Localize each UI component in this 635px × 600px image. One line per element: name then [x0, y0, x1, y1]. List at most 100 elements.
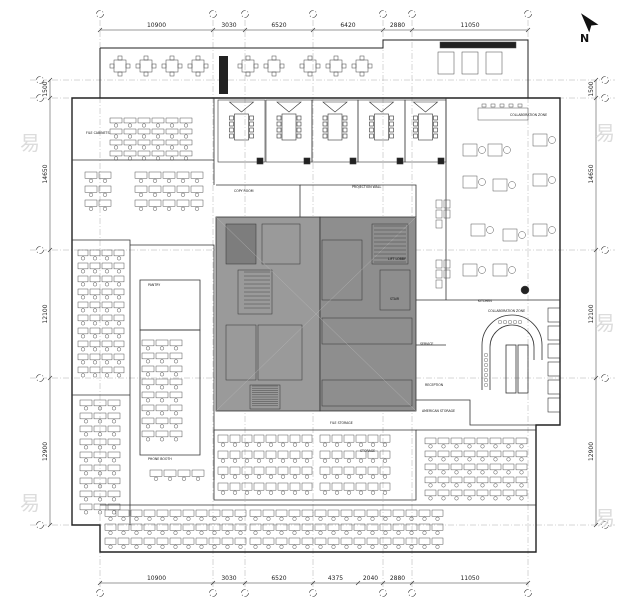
lounge-stool: [481, 103, 487, 108]
desk: [107, 399, 121, 407]
desk: [229, 450, 241, 459]
meeting-chair: [389, 133, 394, 139]
desk: [418, 537, 431, 545]
lounge-long-table: [477, 107, 529, 121]
chair: [370, 516, 375, 521]
meeting-chair: [322, 133, 328, 139]
desk: [340, 509, 353, 517]
chair: [256, 474, 262, 479]
chair: [88, 192, 94, 197]
desk: [151, 150, 165, 157]
chair: [441, 470, 446, 475]
desk: [241, 466, 253, 475]
chair: [104, 347, 110, 352]
terrace-chair: [263, 63, 269, 69]
chair: [111, 432, 117, 437]
desk: [89, 262, 101, 270]
desk: [319, 450, 331, 459]
chair: [138, 178, 144, 183]
storage-cabinet: [443, 209, 451, 219]
chair: [266, 530, 271, 535]
chair: [199, 516, 204, 521]
label-file-storage: FILE STORAGE: [330, 421, 353, 425]
chair: [279, 530, 284, 535]
exterior-columns-right: [547, 307, 561, 413]
label-collab-zone-2: COLLABORATION ZONE: [510, 113, 547, 117]
meeting-table: [281, 113, 297, 141]
desk: [123, 150, 137, 157]
desk: [79, 425, 93, 433]
terrace-chair: [195, 71, 201, 77]
meeting-chair: [276, 127, 282, 133]
stair-treads: [244, 225, 406, 406]
exterior-walls: [71, 39, 561, 553]
meeting-chair: [322, 127, 328, 133]
terrace-table: [437, 51, 455, 75]
chair: [292, 442, 298, 447]
chair: [280, 442, 286, 447]
meeting-chair: [342, 115, 348, 121]
desk: [366, 537, 379, 545]
screen-wedge: [368, 101, 395, 113]
chair: [166, 206, 172, 211]
chair: [111, 419, 117, 424]
desk: [288, 523, 301, 531]
desk: [137, 128, 151, 135]
chair: [346, 442, 352, 447]
chair: [428, 457, 433, 462]
desk: [148, 171, 162, 179]
chair: [145, 437, 151, 442]
terrace-chair: [169, 71, 175, 77]
chair: [160, 544, 165, 549]
terrace-table: [113, 59, 127, 73]
desk: [424, 463, 437, 471]
chair: [80, 256, 86, 261]
chair: [383, 544, 388, 549]
lounge-chair: [548, 176, 556, 184]
desk: [141, 430, 155, 438]
desk: [107, 451, 121, 459]
meeting-chair: [229, 115, 234, 121]
dimension-text: 12900: [42, 442, 49, 461]
label-american-storage: AMERICAN STORAGE: [422, 409, 455, 413]
desk: [101, 262, 113, 270]
chair: [92, 282, 98, 287]
desk: [134, 185, 148, 193]
desk: [169, 352, 183, 360]
chair: [155, 145, 161, 150]
chair: [116, 308, 122, 313]
desk: [277, 466, 289, 475]
terrace-chair: [333, 71, 339, 77]
chair: [80, 347, 86, 352]
desk: [148, 199, 162, 207]
grid-bubble: [241, 589, 249, 597]
desk: [190, 185, 204, 193]
desk: [113, 275, 125, 283]
desk: [156, 537, 169, 545]
desk: [221, 537, 234, 545]
desk: [195, 509, 208, 517]
dimension-text: 1500: [588, 81, 595, 96]
desk: [84, 199, 98, 207]
screen-wedge: [322, 101, 348, 113]
desk: [155, 404, 169, 412]
desk: [169, 430, 183, 438]
desk: [367, 434, 379, 443]
chair: [396, 530, 401, 535]
desk: [262, 523, 275, 531]
desk: [366, 509, 379, 517]
chair: [152, 192, 158, 197]
storage-cabinet: [443, 259, 451, 269]
chair: [145, 424, 151, 429]
terrace-chair: [271, 71, 277, 77]
chair: [80, 334, 86, 339]
chair: [111, 510, 117, 515]
chair: [220, 442, 226, 447]
meeting-chair: [322, 115, 328, 121]
bench-seat: [498, 320, 503, 325]
chair: [155, 156, 161, 161]
desk: [234, 523, 247, 531]
chair: [305, 516, 310, 521]
dimension-tick: [525, 580, 531, 586]
chair: [88, 178, 94, 183]
